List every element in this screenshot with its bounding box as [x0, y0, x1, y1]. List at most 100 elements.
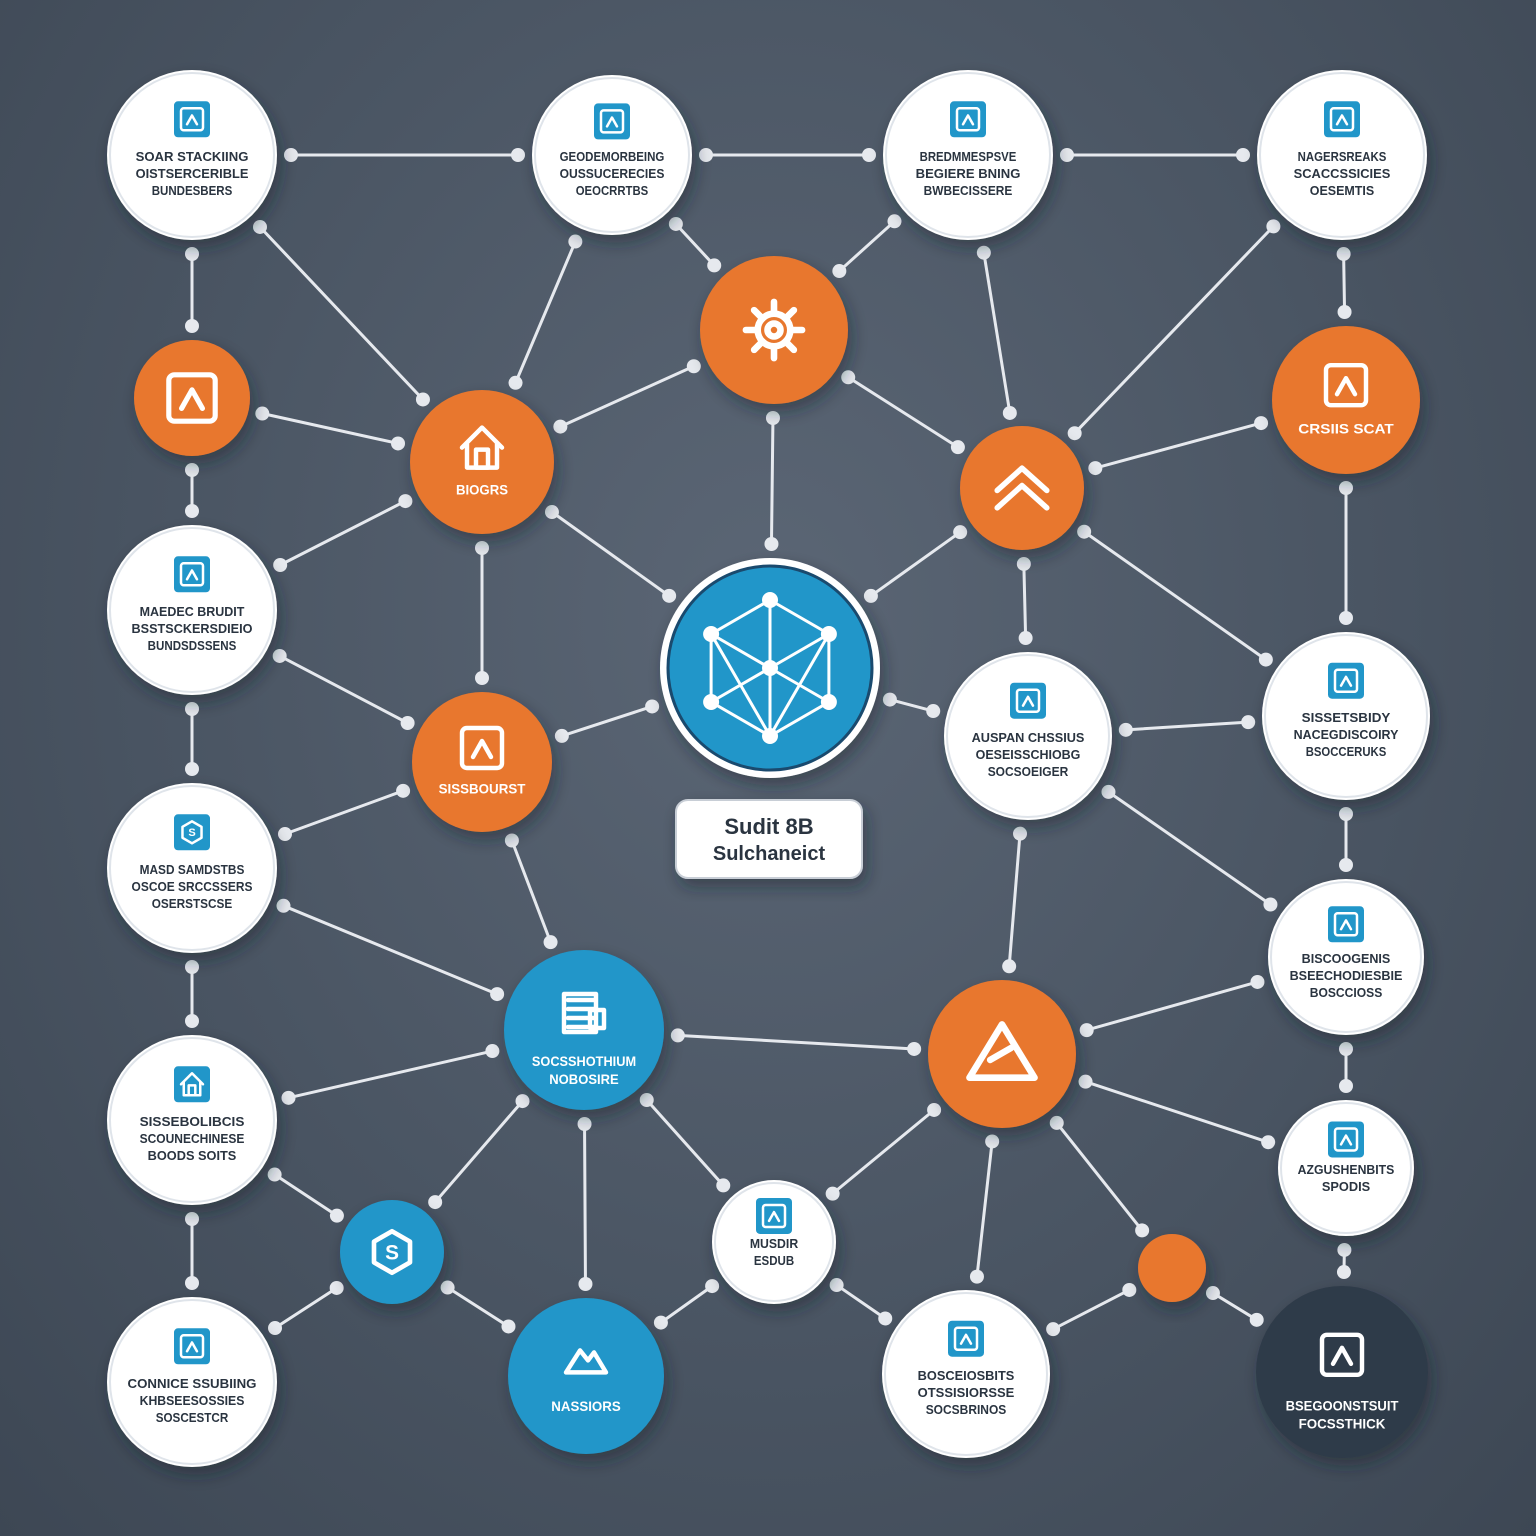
connector-dot — [670, 1028, 685, 1043]
person-lift-icon — [179, 562, 205, 587]
connector-line — [846, 375, 960, 449]
connector-dot — [1049, 1115, 1064, 1130]
house-icon — [459, 425, 505, 470]
connector-dot — [1088, 461, 1103, 476]
connector-dot — [1060, 148, 1074, 162]
node-circle — [107, 783, 277, 953]
node-label: BOSCEIOSBITS — [918, 1368, 1015, 1383]
connector-line — [1124, 720, 1250, 732]
connector-line — [1085, 980, 1259, 1032]
node-n24[interactable]: NASSIORS — [508, 1298, 664, 1454]
node-n17[interactable] — [928, 980, 1076, 1128]
node-n22[interactable] — [1138, 1234, 1206, 1302]
icon-badge — [1328, 906, 1364, 943]
connector-dot — [267, 1167, 282, 1182]
tag-icon — [761, 1203, 787, 1229]
node-circle — [1268, 879, 1424, 1035]
connector-dot — [396, 783, 411, 798]
cube-vertex — [762, 728, 778, 744]
connector-line — [888, 698, 935, 713]
connector-dot — [1339, 858, 1353, 872]
connector-line — [1055, 1121, 1144, 1232]
node-label: MASD SAMDSTBS — [140, 862, 245, 877]
connector-dot — [950, 440, 965, 455]
connector-dot — [1079, 1023, 1094, 1038]
connector-dot — [645, 699, 660, 714]
connector-dot — [415, 392, 430, 407]
connector-dot — [1067, 426, 1082, 441]
connector-line — [273, 1173, 339, 1218]
node-label: SISSBOURST — [439, 781, 526, 797]
connector-dot — [272, 648, 287, 663]
connector-dot — [544, 505, 559, 520]
connector-dot — [707, 258, 722, 273]
node-n13[interactable]: SISSBOURST — [412, 692, 552, 832]
connector-dot — [501, 1319, 516, 1334]
connector-line — [1084, 1080, 1270, 1144]
connector-dot — [185, 504, 199, 518]
node-n8[interactable] — [960, 426, 1084, 550]
connector-line — [1082, 530, 1268, 662]
node-label: BEGIERE BNING — [916, 166, 1021, 181]
connector-dot — [686, 359, 701, 374]
node-label: SOCSBRINOS — [926, 1402, 1007, 1417]
connector-dot — [252, 219, 267, 234]
home-shield-icon — [1319, 1332, 1365, 1378]
icon-badge — [594, 103, 630, 140]
connector-dot — [1336, 1265, 1351, 1280]
node-label: BSOCCERUKS — [1306, 744, 1387, 759]
node-n7[interactable]: BIOGRS — [410, 390, 554, 534]
node-label: NAGERSREAKS — [1298, 149, 1387, 164]
connector-dot — [568, 234, 583, 249]
connector-dot — [1077, 524, 1092, 539]
node-n5[interactable] — [700, 256, 848, 404]
node-label: SISSEBOLIBCIS — [140, 1114, 245, 1129]
connector-dot — [543, 935, 558, 950]
connector-line — [510, 839, 553, 944]
connector-line — [1007, 832, 1022, 968]
connector-dot — [255, 406, 270, 421]
connector-dot — [1002, 405, 1017, 420]
node-n6[interactable] — [134, 340, 250, 456]
node-n20[interactable]: S — [340, 1200, 444, 1304]
svg-text:S: S — [188, 827, 195, 839]
connector-line — [674, 222, 716, 267]
document-p-icon — [1015, 688, 1041, 713]
node-label: BIOGRS — [456, 481, 508, 497]
node-n9[interactable]: CRSIIS SCAT — [1272, 326, 1420, 474]
connector-line — [659, 1284, 714, 1325]
connector-dot — [185, 1276, 199, 1290]
cube-vertex — [703, 626, 720, 642]
node-label: SISSETSBIDY — [1302, 710, 1391, 725]
node-label: MUSDIR — [750, 1236, 799, 1251]
mountain-icon — [563, 1348, 609, 1375]
cube-vertex — [820, 626, 837, 642]
connector-dot — [1339, 1042, 1353, 1056]
node-label: OESEISSCHIOBG — [976, 747, 1081, 762]
connector-dot — [1249, 1312, 1264, 1327]
node-circle — [107, 1035, 277, 1205]
connector-line — [1342, 252, 1347, 314]
connector-line — [550, 510, 671, 598]
icon-badge — [950, 101, 986, 138]
wrench-icon — [599, 109, 625, 134]
node-label: SPODIS — [1322, 1179, 1371, 1194]
